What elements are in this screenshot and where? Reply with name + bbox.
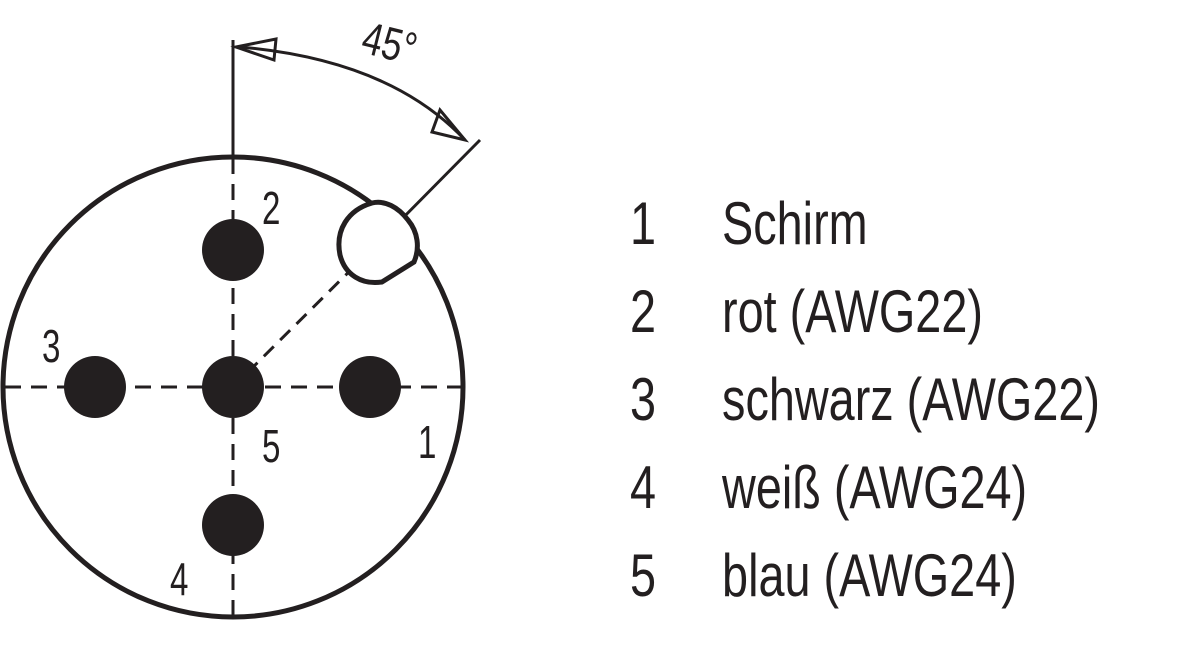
- legend-number: 3: [630, 366, 657, 433]
- arc-arrowhead-left: [230, 37, 278, 63]
- pin-label-4: 4: [170, 555, 188, 605]
- legend-text: rot (AWG22): [722, 278, 983, 345]
- arc-arrowhead-right: [430, 107, 470, 143]
- pin-3: [64, 356, 126, 418]
- legend-number: 4: [630, 454, 657, 521]
- legend-text: schwarz (AWG22): [722, 366, 1100, 433]
- pin-1: [339, 356, 401, 418]
- legend-row: 1 Schirm: [630, 180, 1100, 268]
- legend-row: 4 weiß (AWG24): [630, 444, 1100, 532]
- pin-label-3: 3: [42, 322, 60, 372]
- pin-2: [202, 219, 264, 281]
- legend-text: weiß (AWG24): [722, 454, 1028, 521]
- pin-label-5: 5: [262, 422, 280, 472]
- legend-number: 1: [630, 190, 657, 257]
- coding-key-slot: [336, 199, 420, 286]
- legend-number: 5: [630, 542, 657, 609]
- connector-outline: [0, 154, 466, 620]
- legend-row: 5 blau (AWG24): [630, 532, 1100, 620]
- pin-label-2: 2: [262, 184, 280, 234]
- legend-text: Schirm: [722, 190, 868, 257]
- legend-number: 2: [630, 278, 657, 345]
- legend-row: 3 schwarz (AWG22): [630, 356, 1100, 444]
- legend-row: 2 rot (AWG22): [630, 268, 1100, 356]
- pin-label-1: 1: [418, 418, 436, 468]
- legend-text: blau (AWG24): [722, 542, 1017, 609]
- pin-4: [202, 494, 264, 556]
- angle-label: 45°: [357, 12, 422, 75]
- pin-5: [202, 356, 264, 418]
